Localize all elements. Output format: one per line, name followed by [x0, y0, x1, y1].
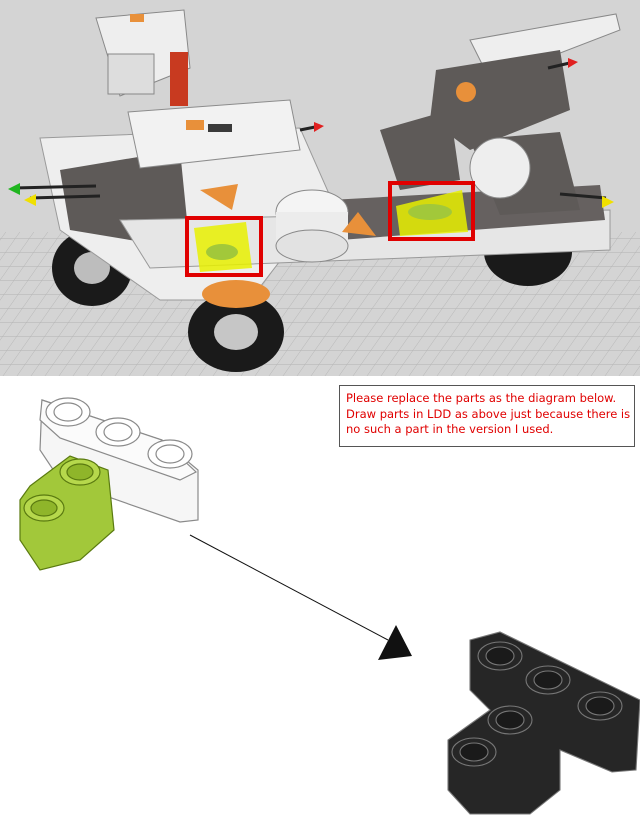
nxt-button — [186, 120, 204, 130]
instruction-note: Please replace the parts as the diagram … — [339, 385, 635, 447]
black-t-beam — [447, 631, 640, 815]
nxt-brick — [127, 99, 301, 169]
note-line-1: Please replace the parts as the diagram … — [346, 391, 617, 405]
green-beam-1x2 — [19, 455, 115, 571]
white-beam-1x3 — [39, 397, 199, 523]
arm-motor — [430, 50, 570, 150]
parts-diagram — [19, 397, 640, 815]
note-line-2: Draw parts in LDD as above just because … — [346, 406, 631, 421]
wheel-front-left — [188, 292, 284, 372]
orange-gear — [202, 280, 270, 308]
highlight-box-left — [185, 216, 263, 277]
highlight-box-right — [388, 181, 475, 241]
note-line-3: no such a part in the version I used. — [346, 422, 554, 436]
replace-arrow-line — [189, 534, 389, 641]
ldd-render-view — [0, 0, 640, 376]
replace-arrow-head — [378, 625, 412, 660]
robot-render — [0, 9, 640, 376]
